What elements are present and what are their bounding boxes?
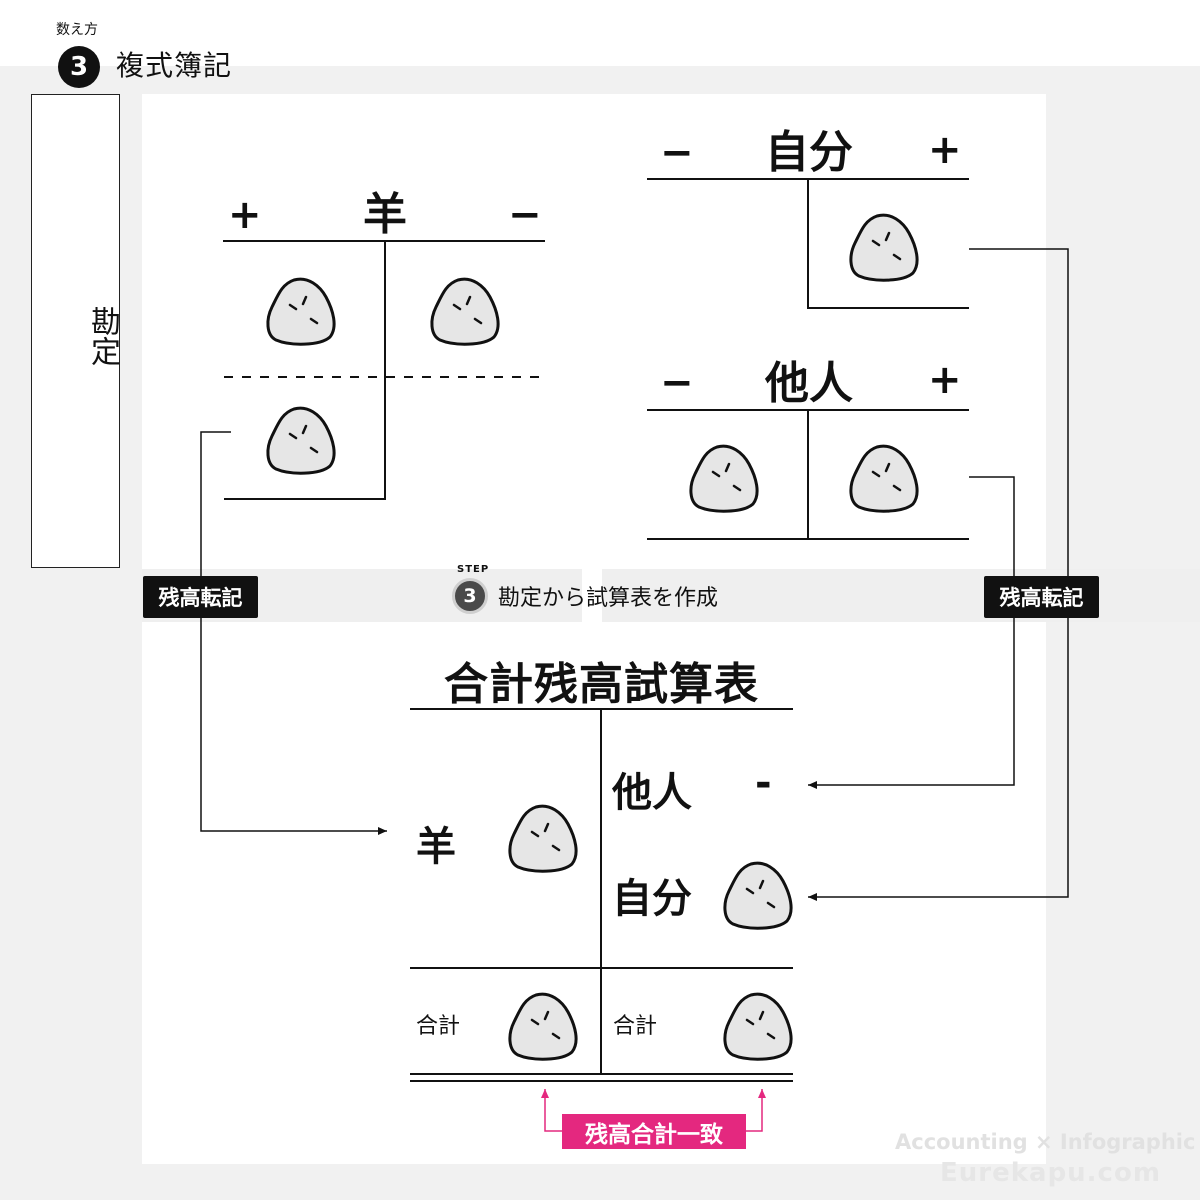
stone-icon: [266, 277, 336, 346]
header-sup-label: 数え方: [56, 22, 98, 38]
stone-icon: [723, 992, 793, 1061]
stone-icon: [508, 804, 578, 873]
transfer-arrow-self: [808, 248, 1069, 901]
step-sup-label: STEP: [457, 564, 490, 575]
step-badge: 3: [452, 578, 488, 614]
trial-balance-title: 合計残高試算表: [444, 659, 759, 710]
side-box: [31, 94, 120, 568]
match-arrow-left: [541, 1089, 562, 1132]
stone-icon: [266, 406, 336, 475]
sheep-account-title: 羊: [363, 189, 407, 240]
tb-total-debit: 合計: [416, 1014, 461, 1039]
transfer-tag-right: 残高転記: [984, 576, 1099, 618]
stone-icon: [430, 277, 500, 346]
match-arrow-right: [746, 1089, 766, 1132]
header-band: [0, 0, 1200, 66]
others-left-sign: −: [660, 360, 694, 406]
watermark-line1: Accounting × Infographic: [895, 1130, 1196, 1154]
others-t-account: [647, 409, 969, 540]
balance-match-tag: 残高合計一致: [562, 1114, 746, 1149]
tb-credit-item-self: 自分: [612, 876, 692, 922]
sheep-right-sign: −: [508, 192, 542, 238]
stone-icon: [849, 444, 919, 513]
sheep-t-account: [223, 240, 548, 500]
transfer-tag-left: 残高転記: [143, 576, 258, 618]
others-right-sign: +: [928, 357, 962, 403]
self-t-account: [647, 178, 969, 309]
page-title: 複式簿記: [116, 49, 233, 82]
transfer-arrow-sheep: [200, 431, 387, 835]
sheep-left-sign: +: [228, 192, 262, 238]
side-label: 勘定: [85, 306, 120, 366]
stone-icon: [849, 213, 919, 282]
step-band-right: [602, 569, 1200, 622]
transfer-arrow-others: [808, 476, 1015, 789]
self-left-sign: −: [660, 130, 694, 176]
stone-icon: [723, 861, 793, 930]
self-account-title: 自分: [765, 127, 853, 178]
stone-icon: [689, 444, 759, 513]
tb-credit-dash: -: [755, 760, 772, 806]
step-number-badge: 3: [58, 46, 100, 88]
trial-balance-table: [410, 708, 793, 1082]
tb-debit-item: 羊: [416, 824, 456, 870]
others-account-title: 他人: [765, 358, 853, 409]
tb-total-credit: 合計: [613, 1014, 658, 1039]
watermark-line2: Eurekapu.com: [940, 1158, 1161, 1188]
tb-credit-item-others: 他人: [612, 770, 692, 816]
step-text: 勘定から試算表を作成: [498, 586, 719, 611]
stone-icon: [508, 992, 578, 1061]
self-right-sign: +: [928, 127, 962, 173]
